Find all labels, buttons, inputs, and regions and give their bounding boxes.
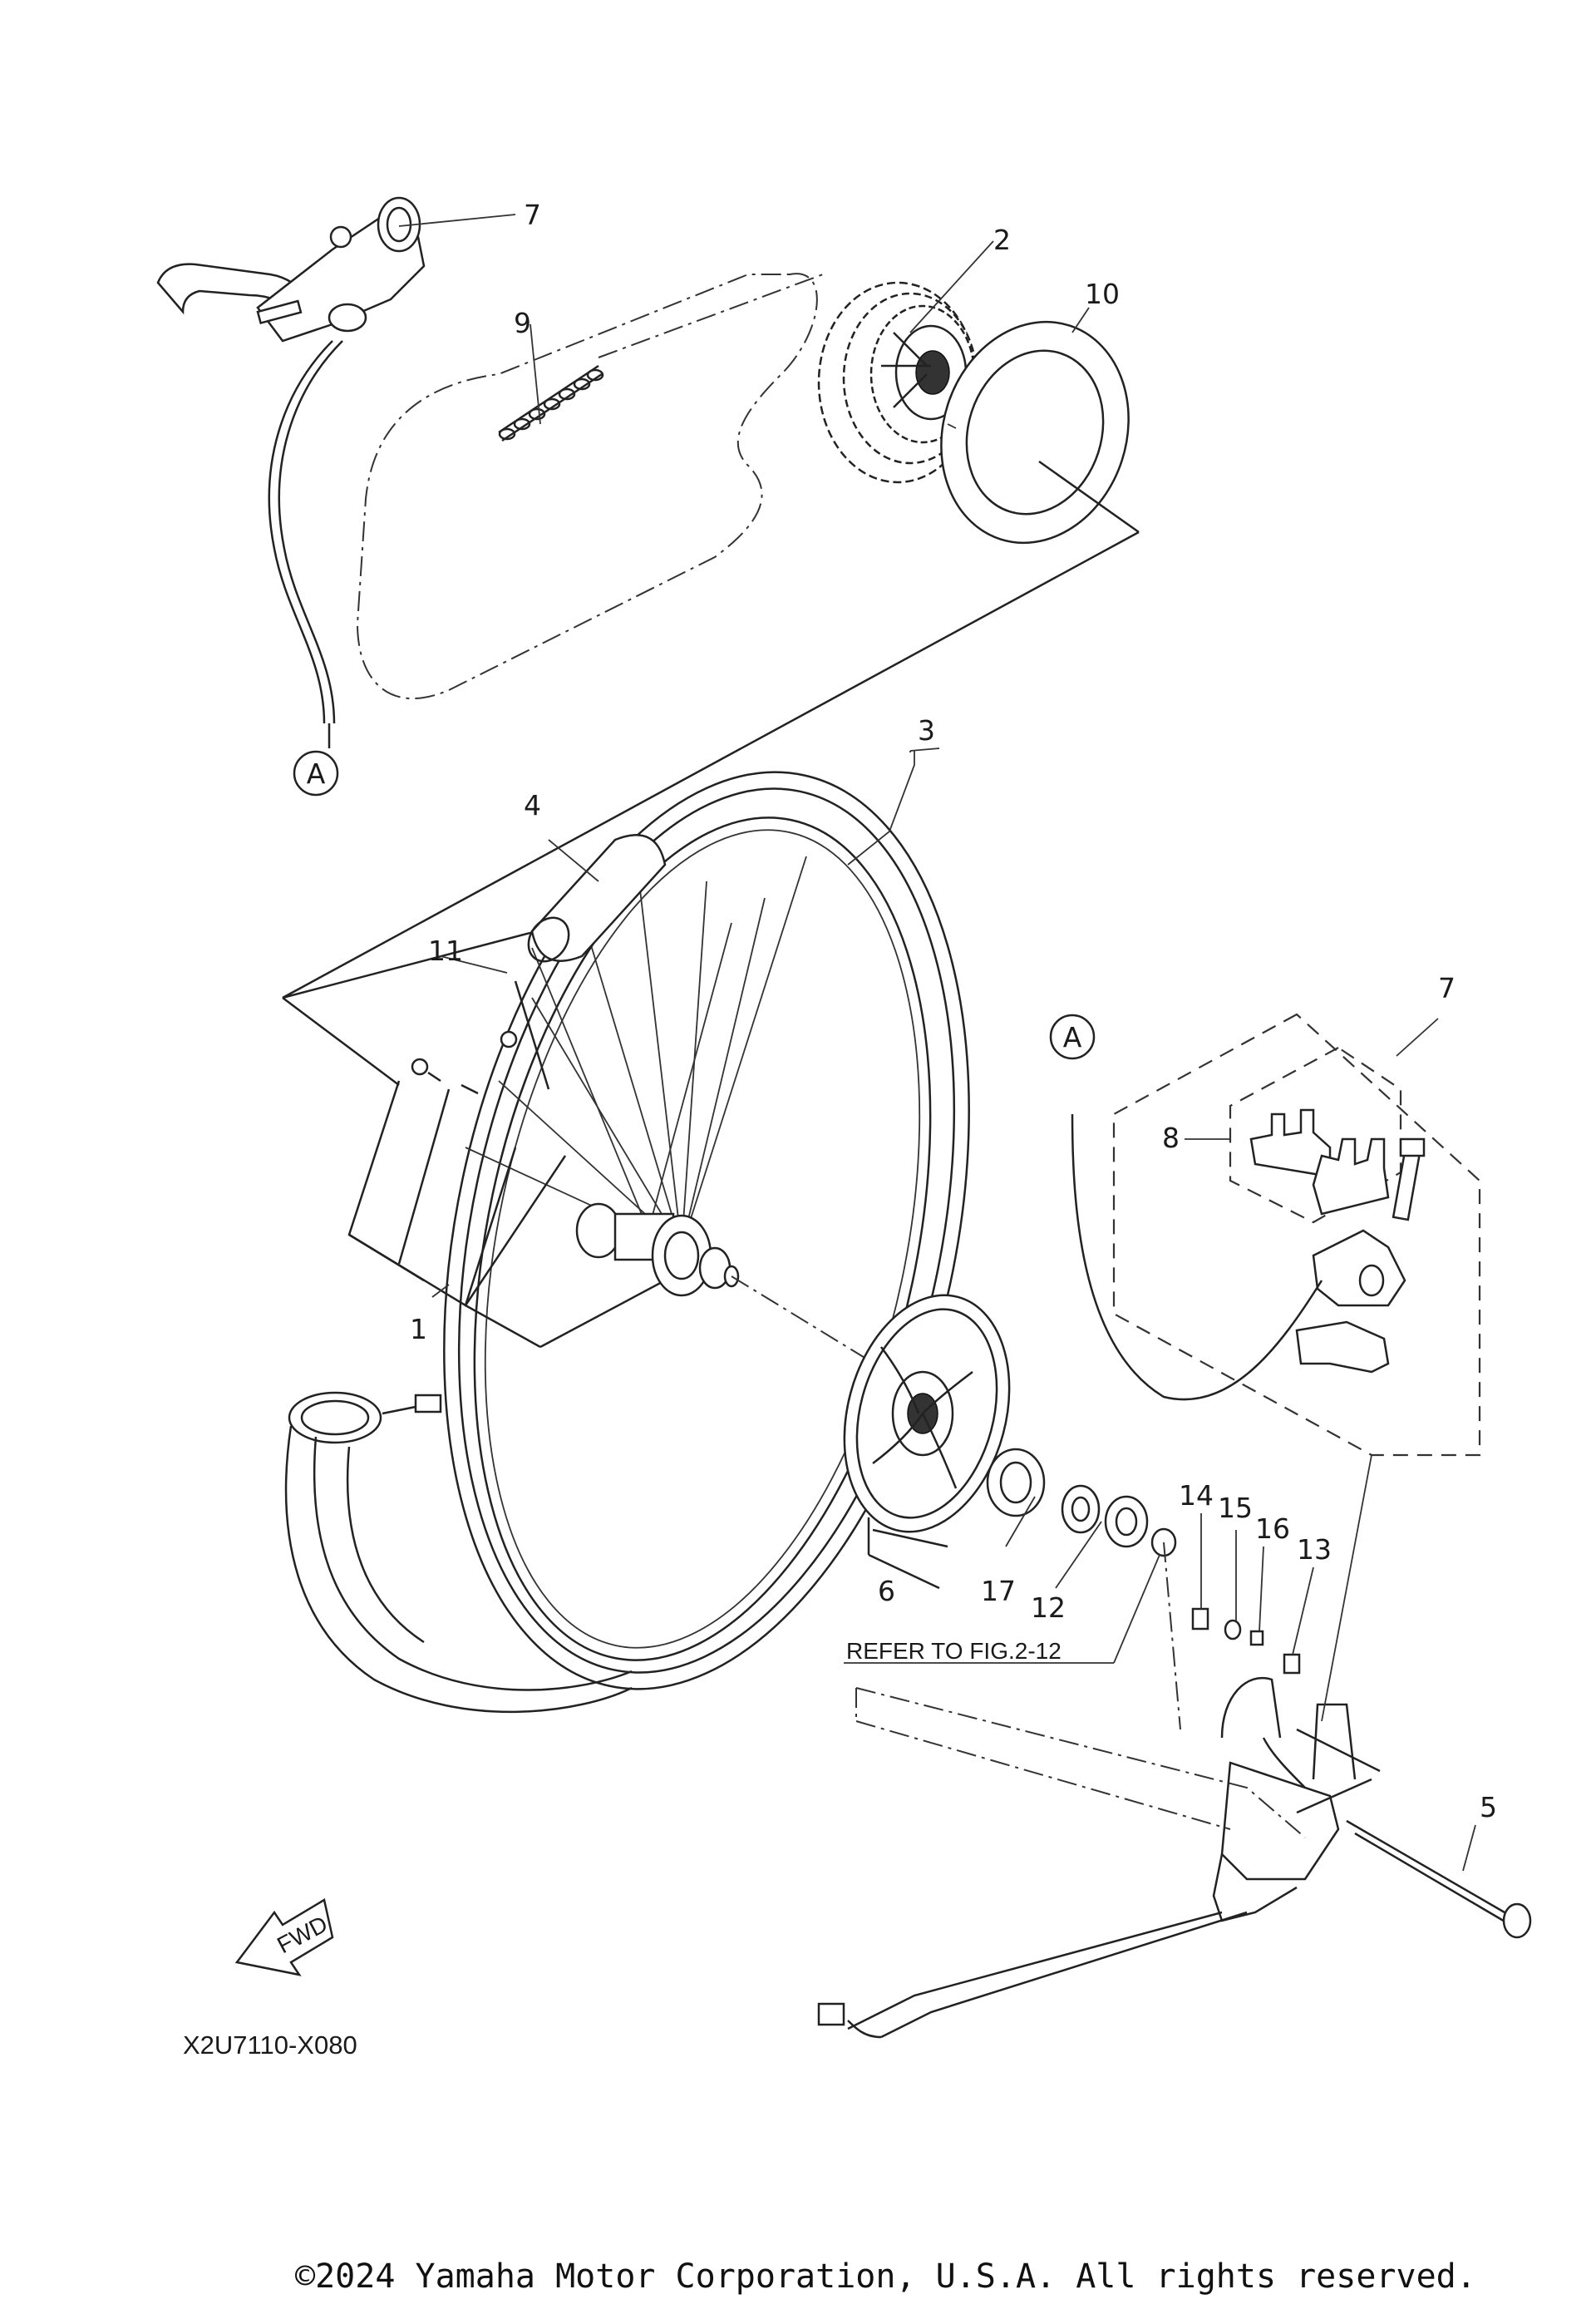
- part-label-4: 4: [524, 789, 541, 821]
- copyright-notice: ©2024 Yamaha Motor Corporation, U.S.A. A…: [295, 2257, 1476, 2296]
- leader-lines: [398, 214, 1476, 1872]
- part-label-11: 11: [428, 935, 463, 967]
- part-label-2: 2: [993, 224, 1011, 256]
- lock-ring: [1061, 1484, 1101, 1534]
- rear-hub: [575, 1202, 957, 1414]
- spacer-nut: [1104, 1495, 1149, 1548]
- chain-loop-outline: [356, 273, 818, 699]
- wheel-spokes: [465, 856, 807, 1248]
- part-label-13: 13: [1297, 1533, 1332, 1566]
- wheel-rim: [443, 771, 970, 1690]
- brake-rotor: [843, 1294, 1011, 1590]
- chain: [498, 364, 604, 442]
- inner-tube: [284, 1391, 633, 1714]
- brake-pads: [1249, 1108, 1390, 1216]
- connector-a-text: A: [307, 757, 326, 790]
- rim-strip-tape: [527, 834, 667, 963]
- part-label-7-caliper: 7: [1438, 972, 1456, 1004]
- brake-lever-assembly: [156, 196, 426, 748]
- part-label-1: 1: [410, 1313, 427, 1345]
- rear-rotor-ring: [940, 320, 1140, 545]
- caliper-body: [1295, 1137, 1426, 1374]
- rotor-lock-washer: [986, 1448, 1046, 1517]
- part-label-6: 6: [878, 1575, 895, 1607]
- caliper-kit-outline: [1112, 1013, 1481, 1457]
- part-label-8: 8: [1162, 1122, 1180, 1154]
- forward-direction-arrow: FWD: [234, 1898, 334, 1976]
- rear-frame-swingarm: [817, 1676, 1381, 2039]
- connector-a-top: A: [293, 750, 339, 797]
- inner-tube-panel: [347, 1080, 666, 1349]
- spoke-nipple-set: [411, 980, 550, 1095]
- connector-a-middle: A: [1049, 1014, 1096, 1060]
- part-label-3: 3: [918, 714, 935, 747]
- axle-bolt: [1346, 1819, 1532, 1939]
- diagram-code: X2U7110-X080: [183, 2030, 357, 2060]
- part-label-17: 17: [981, 1575, 1016, 1607]
- part-label-7-lever: 7: [524, 199, 541, 231]
- refer-to-figure-note: REFER TO FIG.2-12: [846, 1638, 1062, 1664]
- part-label-9: 9: [514, 307, 531, 339]
- part-label-5: 5: [1480, 1791, 1497, 1823]
- part-label-16: 16: [1255, 1512, 1290, 1545]
- brake-hose: [1071, 1113, 1323, 1401]
- caliper-small-hardware: [1191, 1607, 1301, 1675]
- brake-pad-kit-outline: [1229, 1046, 1402, 1224]
- connector-a-text: A: [1063, 1021, 1082, 1053]
- part-label-10: 10: [1085, 278, 1120, 310]
- part-label-14: 14: [1179, 1479, 1214, 1512]
- part-label-15: 15: [1218, 1492, 1253, 1524]
- part-label-12: 12: [1031, 1591, 1066, 1624]
